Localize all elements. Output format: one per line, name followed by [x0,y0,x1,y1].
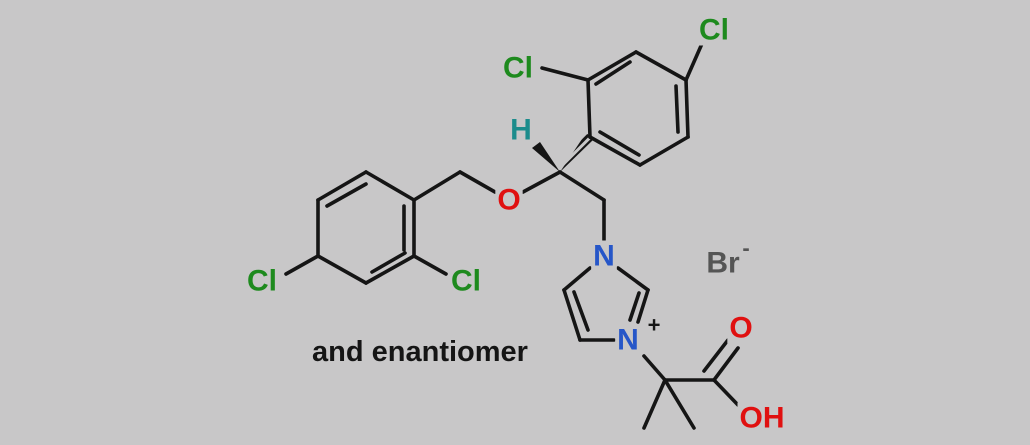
bond [316,170,368,202]
atom-label-backdrop [697,14,731,46]
bond [638,135,690,167]
bond-inner [702,338,730,373]
bond [642,378,667,430]
bond [684,78,690,139]
bond [521,170,562,194]
charge-plus: + [648,313,661,338]
bond [558,170,606,202]
atom-cl-top-left: Cl [503,52,533,85]
bromide-label: Br [706,247,740,280]
bond [642,354,667,382]
atom-label-backdrop [245,265,279,297]
atom-label-backdrop [449,265,483,297]
atom-label-backdrop [615,324,641,356]
bond [586,78,592,139]
atom-cl-top-right: Cl [699,14,729,47]
bond [663,378,696,430]
enantiomer-caption: and enantiomer [312,336,528,368]
atom-label-backdrop [737,402,787,434]
bond [412,170,462,202]
bond-inner [572,290,590,332]
bond-inner [370,251,407,274]
bond [458,170,497,194]
bond-inner [674,84,680,134]
bromide-charge: - [742,236,749,261]
bond [712,378,740,407]
bond [712,346,740,382]
atom-label-backdrop [508,114,534,146]
bond [284,254,320,276]
atom-label-backdrop [727,312,755,344]
bond [616,266,650,292]
atom-cl-bottom-left: Cl [247,265,277,298]
atom-o-carbonyl: O [729,312,752,345]
atom-n-imidazole: N [593,240,615,273]
bold-wedge-bond [532,142,560,172]
bond [562,288,582,342]
bond-inner [628,291,641,322]
atom-label-backdrop [704,247,742,279]
bond-inner [598,130,641,157]
bond-inner [325,182,368,208]
atom-h-stereo: H [510,114,532,147]
bond [586,50,638,82]
atom-label-backdrop [495,184,523,216]
bond [316,254,368,285]
bond [364,170,416,202]
bond [540,66,590,82]
bonds [284,28,740,430]
bond [634,50,688,82]
bond [562,266,592,292]
bond-inner [594,60,632,86]
hashed-wedge-bond [560,133,594,172]
atom-cl-bottom-right: Cl [451,265,481,298]
atom-oh-acid: OH [740,402,785,435]
atom-o-ether: O [497,184,520,217]
bond [588,135,642,167]
atom-label-backdrop [501,52,535,84]
bond [412,254,448,276]
bond [364,254,416,285]
atom-label-backdrop [591,240,617,272]
bond [636,288,650,324]
atom-n-plus-imidazole: N [617,324,639,357]
